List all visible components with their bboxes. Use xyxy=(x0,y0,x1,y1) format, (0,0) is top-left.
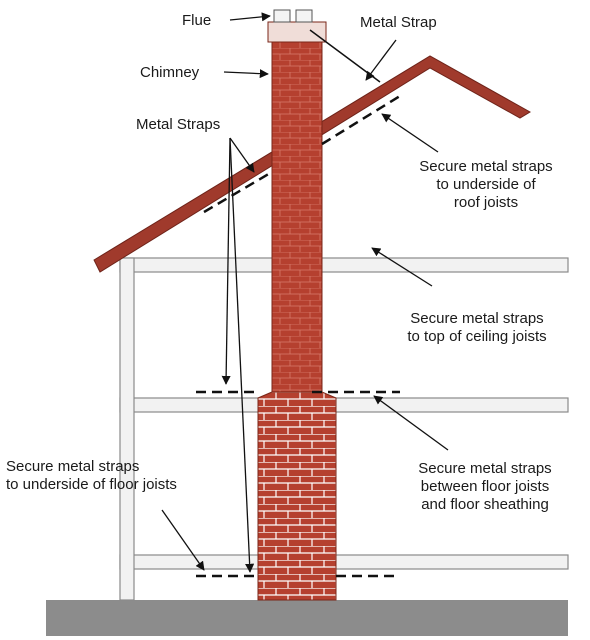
arrow-roof-note xyxy=(381,113,439,153)
arrow-metal-strap xyxy=(365,39,397,81)
arrow-ceiling-note xyxy=(371,247,433,287)
roof xyxy=(93,55,531,273)
label-flue: Flue xyxy=(182,12,212,29)
note-floor-joists-left: Secure metal straps to underside of floo… xyxy=(6,458,246,494)
note-ceiling-joists: Secure metal straps to top of ceiling jo… xyxy=(380,310,574,346)
note-floor-left-line-2: to underside of floor joists xyxy=(6,476,177,493)
arrow-floor-note-left xyxy=(161,509,205,571)
arrow-straps-floor xyxy=(229,137,255,573)
flue-pot-left xyxy=(273,9,291,23)
label-chimney: Chimney xyxy=(140,64,200,81)
ground-slab xyxy=(46,600,568,636)
chimney-stack xyxy=(271,39,323,393)
arrow-floor-note-right xyxy=(373,395,449,451)
note-roof-line-2: to underside of xyxy=(436,176,536,193)
chimney-base xyxy=(257,391,337,601)
arrow-flue xyxy=(229,12,271,22)
chimney-cap xyxy=(267,21,327,43)
left-wall-stud xyxy=(119,257,135,601)
note-floor-left-line-1: Secure metal straps xyxy=(6,458,140,475)
note-floor-right-line-2: between floor joists xyxy=(420,478,550,495)
house-framing xyxy=(119,257,569,601)
note-roof-line-1: Secure metal straps xyxy=(419,158,553,175)
note-floor-right-line-1: Secure metal straps xyxy=(418,460,552,477)
ceiling-joist xyxy=(119,257,569,273)
leader-arrows xyxy=(161,12,449,573)
note-floor-joists-right: Secure metal straps between floor joists… xyxy=(392,460,578,514)
note-floor-right-line-3: and floor sheathing xyxy=(421,496,549,513)
arrow-chimney xyxy=(223,69,269,79)
lower-floor-joist xyxy=(119,554,569,570)
label-metal-straps: Metal Straps xyxy=(136,116,221,133)
note-ceiling-line-2: to top of ceiling joists xyxy=(407,328,547,345)
flue-pot-right xyxy=(295,9,313,23)
arrow-straps-ceiling xyxy=(221,137,231,385)
note-roof-line-3: roof joists xyxy=(453,194,519,211)
upper-floor-joist xyxy=(119,397,569,413)
note-roof-joists: Secure metal straps to underside of roof… xyxy=(398,158,574,212)
strap-roof-left xyxy=(203,170,273,214)
note-ceiling-line-1: Secure metal straps xyxy=(410,310,544,327)
label-metal-strap: Metal Strap xyxy=(360,14,437,31)
arrow-straps-roof xyxy=(229,137,255,173)
